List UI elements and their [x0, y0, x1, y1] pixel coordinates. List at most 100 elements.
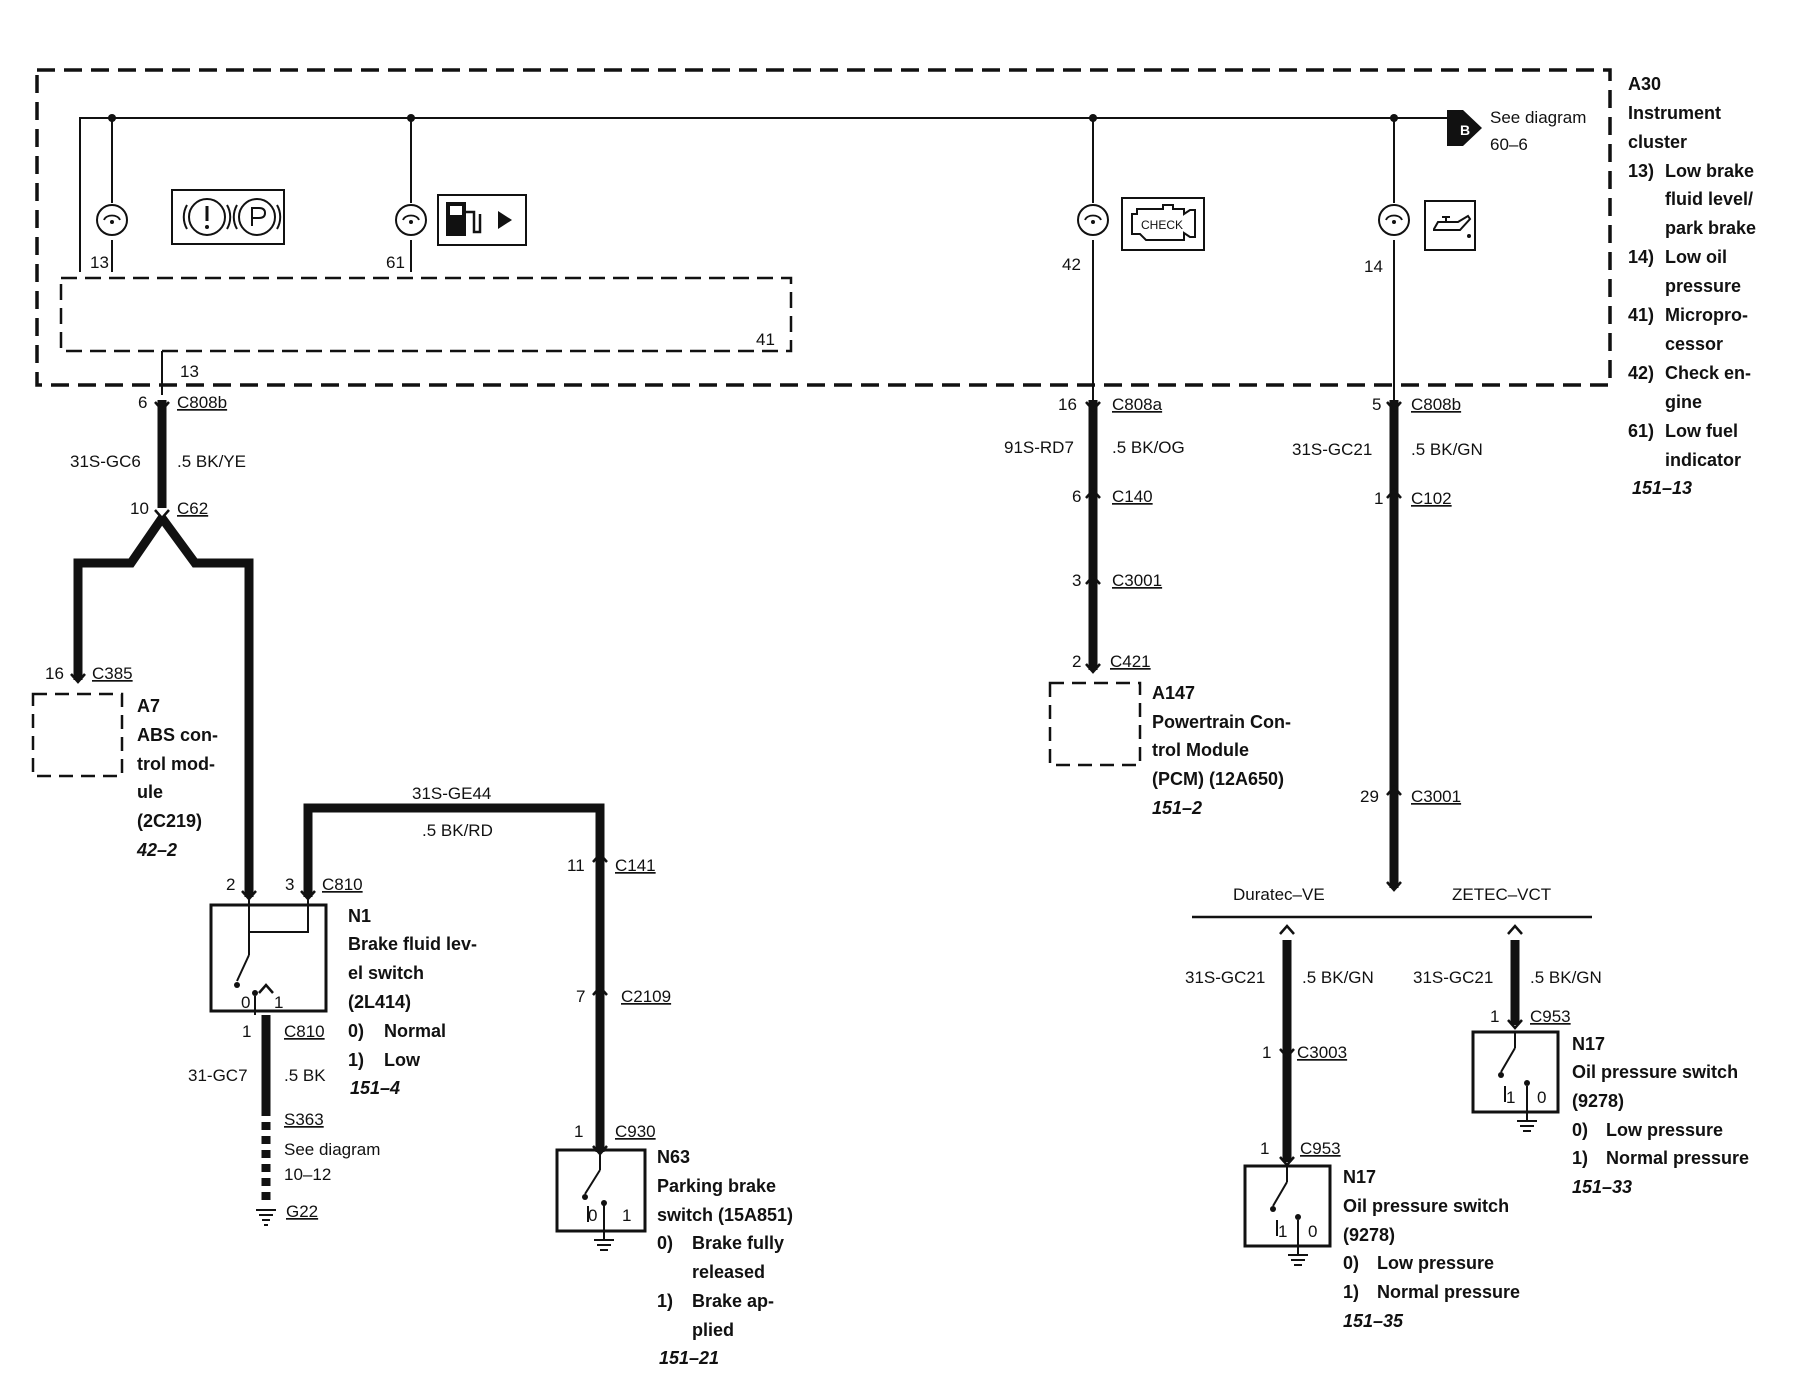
component-ref: 42–2: [136, 840, 177, 860]
connector-name: C3001: [1112, 571, 1162, 590]
connector-name: C385: [92, 664, 133, 683]
indicator-pin: 42: [1062, 255, 1081, 274]
connector-pin: 1: [1374, 489, 1383, 508]
cluster-name-line: cluster: [1628, 132, 1687, 152]
wire-spec: .5 BK: [284, 1066, 326, 1085]
component-line: trol Module: [1152, 740, 1249, 760]
component-line: (9278): [1572, 1091, 1624, 1111]
fuel-pump-icon: [437, 194, 527, 246]
contact-label: 1: [1278, 1222, 1287, 1241]
contact-label: 0: [588, 1206, 597, 1225]
connector-name: C3001: [1411, 787, 1461, 806]
state-num: 0): [348, 1021, 364, 1041]
contact-label: 0: [241, 993, 250, 1012]
state-text: Low pressure: [1377, 1253, 1494, 1273]
wire-circuit: 31S-GC21: [1292, 440, 1372, 459]
indicator-lamp-61: 61: [386, 204, 427, 272]
component-line: el switch: [348, 963, 424, 983]
component-line: Parking brake: [657, 1176, 776, 1196]
state-text: plied: [692, 1320, 734, 1340]
connector-name: C808a: [1112, 395, 1163, 414]
switch-contact-icon: [1498, 1072, 1504, 1078]
ground-g22: G22: [256, 1202, 318, 1226]
component-ref: 151–4: [350, 1078, 400, 1098]
contact-label: 1: [622, 1206, 631, 1225]
component-id: A7: [137, 696, 160, 716]
component-id: A147: [1152, 683, 1195, 703]
state-num: 1): [657, 1291, 673, 1311]
legend-text: Check en-: [1665, 363, 1751, 383]
connector-name: C953: [1530, 1007, 1571, 1026]
contact-label: 1: [274, 993, 283, 1012]
splice-s363: S363 See diagram 10–12: [284, 1110, 380, 1184]
connector-pin: 6: [1072, 487, 1081, 506]
legend-text: Low fuel: [1665, 421, 1738, 441]
legend-text: park brake: [1665, 218, 1756, 238]
legend-num: 41): [1628, 305, 1654, 325]
oil-pressure-switch-n17-duratec: 1 0 N17 Oil pressure switch (9278) 0) Lo…: [1243, 1164, 1520, 1331]
connector-name: C953: [1300, 1139, 1341, 1158]
state-text: released: [692, 1262, 765, 1282]
contact-label: 0: [1537, 1088, 1546, 1107]
component-ref: 151–21: [659, 1348, 719, 1368]
state-num: 1): [348, 1050, 364, 1070]
off-page-arrow-icon: [1447, 110, 1482, 146]
connector-name: C808b: [1411, 395, 1461, 414]
component-line: ule: [137, 782, 163, 802]
state-num: 0): [1343, 1253, 1359, 1273]
indicator-pin: 61: [386, 253, 405, 272]
variant-duratec: Duratec–VE: [1233, 885, 1325, 904]
switch-contact-icon: [1524, 1080, 1530, 1086]
splice-ref: 10–12: [284, 1165, 331, 1184]
oil-pressure-switch-n17-zetec: 1 0 N17 Oil pressure switch (9278) 0) Lo…: [1471, 1030, 1749, 1197]
component-ref: 151–2: [1152, 798, 1202, 818]
state-text: Brake fully: [692, 1233, 784, 1253]
cluster-bus: [79, 117, 1455, 400]
check-engine-icon: CHECK: [1121, 197, 1205, 251]
legend-text: cessor: [1665, 334, 1723, 354]
indicator-pin: 14: [1364, 257, 1383, 276]
cluster-out-pin: 13: [180, 362, 199, 381]
connector-name: C930: [615, 1122, 656, 1141]
connector-name: C2109: [621, 987, 671, 1006]
cluster-id: A30: [1628, 74, 1661, 94]
wire-circuit: 31S-GC6: [70, 452, 141, 471]
harness-wires: [73, 400, 1520, 1162]
off-page-marker: B: [1460, 122, 1470, 138]
abs-control-module-a7: A7 ABS con- trol mod- ule (2C219) 42–2: [31, 692, 218, 860]
state-text: Low: [384, 1050, 421, 1070]
legend-num: 13): [1628, 161, 1654, 181]
oil-can-icon: [1424, 200, 1476, 251]
see-diagram-text: See diagram: [1490, 108, 1586, 127]
brake-warning-icon: [171, 189, 285, 245]
connector-name: C810: [284, 1022, 325, 1041]
indicator-lamp-13: 13: [90, 204, 128, 272]
see-diagram-ref: 60–6: [1490, 135, 1528, 154]
component-ref: 151–33: [1572, 1177, 1632, 1197]
cluster-name-line: Instrument: [1628, 103, 1721, 123]
variant-zetec: ZETEC–VCT: [1452, 885, 1551, 904]
see-diagram-b[interactable]: B See diagram 60–6: [1447, 108, 1586, 154]
indicator-lamp-42: 42: [1062, 204, 1109, 274]
ground-icon: [1517, 1120, 1537, 1132]
component-line: Oil pressure switch: [1572, 1062, 1738, 1082]
legend-num: 61): [1628, 421, 1654, 441]
legend-text: indicator: [1665, 450, 1741, 470]
component-line: ABS con-: [137, 725, 218, 745]
state-text: Low pressure: [1606, 1120, 1723, 1140]
connector-name: C421: [1110, 652, 1151, 671]
connector-name: C102: [1411, 489, 1452, 508]
wire-spec: .5 BK/GN: [1302, 968, 1374, 987]
component-line: switch (15A851): [657, 1205, 793, 1225]
state-text: Normal: [384, 1021, 446, 1041]
component-id: N63: [657, 1147, 690, 1167]
splice-name: S363: [284, 1110, 324, 1129]
component-line: (PCM) (12A650): [1152, 769, 1284, 789]
legend-text: gine: [1665, 392, 1702, 412]
contact-label: 0: [1308, 1222, 1317, 1241]
connector-labels: 6 C808b 10 C62 16 C385 2 3 C810 1 C810 1…: [45, 393, 1571, 1158]
state-num: 0): [1572, 1120, 1588, 1140]
contact-label: 1: [1506, 1088, 1515, 1107]
component-line: (2C219): [137, 811, 202, 831]
